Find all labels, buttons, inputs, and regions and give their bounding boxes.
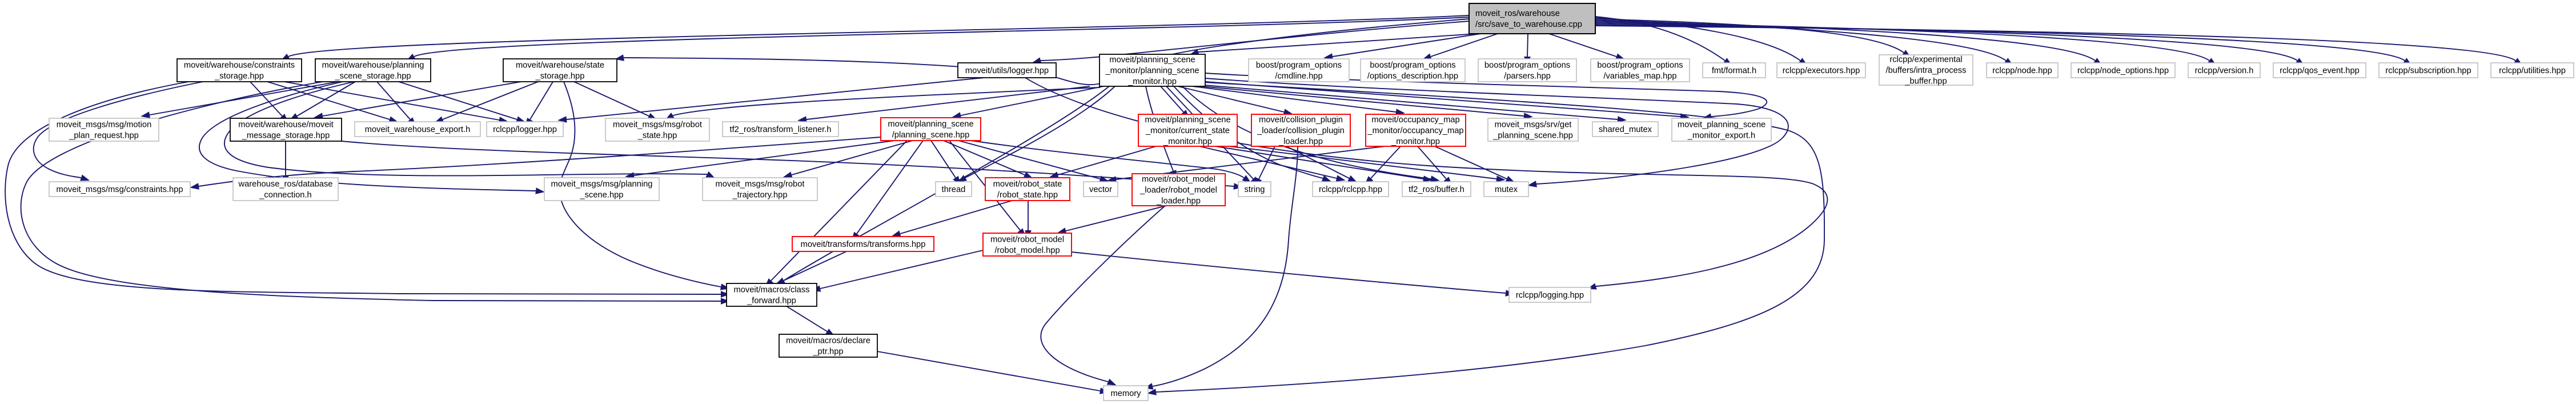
svg-text:_monitor/planning_scene: _monitor/planning_scene xyxy=(1105,66,1199,75)
svg-text:_loader.hpp: _loader.hpp xyxy=(1278,137,1323,146)
svg-text:_trajectory.hpp: _trajectory.hpp xyxy=(732,191,787,200)
svg-text:_plan_request.hpp: _plan_request.hpp xyxy=(69,131,139,141)
svg-text:warehouse_ros/database: warehouse_ros/database xyxy=(238,180,333,189)
svg-text:rclcpp/logging.hpp: rclcpp/logging.hpp xyxy=(1516,291,1584,300)
svg-text:boost/program_options: boost/program_options xyxy=(1370,61,1455,70)
svg-text:moveit_ros/warehouse: moveit_ros/warehouse xyxy=(1475,9,1560,18)
svg-text:_monitor.hpp: _monitor.hpp xyxy=(1391,137,1440,146)
svg-text:shared_mutex: shared_mutex xyxy=(1599,125,1652,134)
svg-text:_connection.h: _connection.h xyxy=(259,191,311,200)
svg-text:_state.hpp: _state.hpp xyxy=(637,131,677,141)
svg-text:_loader/collision_plugin: _loader/collision_plugin xyxy=(1257,126,1345,135)
svg-text:rclcpp/node_options.hpp: rclcpp/node_options.hpp xyxy=(2077,66,2169,75)
svg-text:mutex: mutex xyxy=(1495,185,1518,194)
svg-text:moveit/macros/class: moveit/macros/class xyxy=(733,286,809,295)
svg-text:/planning_scene.hpp: /planning_scene.hpp xyxy=(892,131,970,140)
svg-text:moveit/robot_model: moveit/robot_model xyxy=(990,235,1064,245)
svg-text:/variables_map.hpp: /variables_map.hpp xyxy=(1603,72,1676,81)
svg-text:moveit/warehouse/moveit: moveit/warehouse/moveit xyxy=(238,121,334,130)
svg-text:moveit/warehouse/planning: moveit/warehouse/planning xyxy=(322,61,424,70)
svg-text:boost/program_options: boost/program_options xyxy=(1256,61,1342,70)
svg-text:_loader/robot_model: _loader/robot_model xyxy=(1139,186,1217,195)
svg-text:_storage.hpp: _storage.hpp xyxy=(535,72,585,81)
svg-text:moveit/robot_model: moveit/robot_model xyxy=(1142,175,1215,184)
svg-text:moveit/occupancy_map: moveit/occupancy_map xyxy=(1371,115,1459,125)
svg-text:_scene.hpp: _scene.hpp xyxy=(580,191,624,200)
svg-text:/buffers/intra_process: /buffers/intra_process xyxy=(1886,66,1967,75)
svg-text:rclcpp/executors.hpp: rclcpp/executors.hpp xyxy=(1783,66,1860,75)
svg-text:_monitor.hpp: _monitor.hpp xyxy=(1163,137,1212,146)
svg-text:rclcpp/qos_event.hpp: rclcpp/qos_event.hpp xyxy=(2280,66,2360,75)
svg-text:moveit/macros/declare: moveit/macros/declare xyxy=(786,337,870,346)
svg-text:_ptr.hpp: _ptr.hpp xyxy=(812,347,843,357)
svg-text:moveit_msgs/msg/planning: moveit_msgs/msg/planning xyxy=(551,180,653,189)
svg-text:_loader.hpp: _loader.hpp xyxy=(1156,197,1201,206)
svg-text:moveit_msgs/msg/constraints.hp: moveit_msgs/msg/constraints.hpp xyxy=(56,185,183,194)
svg-text:string: string xyxy=(1245,185,1265,194)
svg-text:moveit/utils/logger.hpp: moveit/utils/logger.hpp xyxy=(965,66,1049,75)
svg-text:moveit/collision_plugin: moveit/collision_plugin xyxy=(1259,115,1343,125)
svg-text:_buffer.hpp: _buffer.hpp xyxy=(1904,77,1947,86)
svg-text:moveit_msgs/msg/robot: moveit_msgs/msg/robot xyxy=(613,121,702,130)
svg-text:/cmdline.hpp: /cmdline.hpp xyxy=(1275,72,1322,81)
svg-text:_planning_scene.hpp: _planning_scene.hpp xyxy=(1492,131,1573,141)
svg-text:thread: thread xyxy=(942,185,966,194)
svg-text:moveit/robot_state: moveit/robot_state xyxy=(993,180,1062,189)
svg-text:boost/program_options: boost/program_options xyxy=(1484,61,1570,70)
svg-text:rclcpp/rclcpp.hpp: rclcpp/rclcpp.hpp xyxy=(1319,185,1382,194)
svg-text:_storage.hpp: _storage.hpp xyxy=(214,72,264,81)
svg-text:tf2_ros/transform_listener.h: tf2_ros/transform_listener.h xyxy=(730,125,832,134)
svg-text:rclcpp/utilities.hpp: rclcpp/utilities.hpp xyxy=(2499,66,2566,75)
svg-text:moveit/transforms/transforms.h: moveit/transforms/transforms.hpp xyxy=(801,240,926,249)
svg-text:fmt/format.h: fmt/format.h xyxy=(1712,66,1756,75)
svg-text:rclcpp/node.hpp: rclcpp/node.hpp xyxy=(1992,66,2052,75)
svg-text:_monitor/current_state: _monitor/current_state xyxy=(1145,126,1230,135)
svg-text:/robot_state.hpp: /robot_state.hpp xyxy=(997,191,1058,200)
svg-text:moveit_warehouse_export.h: moveit_warehouse_export.h xyxy=(365,125,471,134)
svg-text:moveit/planning_scene: moveit/planning_scene xyxy=(888,120,973,129)
svg-text:moveit/warehouse/constraints: moveit/warehouse/constraints xyxy=(184,61,295,70)
svg-text:_message_storage.hpp: _message_storage.hpp xyxy=(242,131,330,141)
svg-text:rclcpp/experimental: rclcpp/experimental xyxy=(1889,55,1962,65)
svg-text:/options_description.hpp: /options_description.hpp xyxy=(1367,72,1458,81)
svg-text:rclcpp/logger.hpp: rclcpp/logger.hpp xyxy=(493,125,557,134)
svg-text:moveit/warehouse/state: moveit/warehouse/state xyxy=(516,61,604,70)
svg-text:/parsers.hpp: /parsers.hpp xyxy=(1504,72,1551,81)
svg-text:_monitor/occupancy_map: _monitor/occupancy_map xyxy=(1367,126,1463,135)
svg-text:/src/save_to_warehouse.cpp: /src/save_to_warehouse.cpp xyxy=(1475,20,1582,29)
svg-text:boost/program_options: boost/program_options xyxy=(1597,61,1683,70)
svg-text:_monitor_export.h: _monitor_export.h xyxy=(1687,131,1755,141)
svg-text:/robot_model.hpp: /robot_model.hpp xyxy=(994,246,1060,255)
svg-text:_scene_storage.hpp: _scene_storage.hpp xyxy=(334,72,411,81)
svg-text:moveit_msgs/srv/get: moveit_msgs/srv/get xyxy=(1495,121,1572,130)
svg-text:vector: vector xyxy=(1089,185,1112,194)
svg-text:tf2_ros/buffer.h: tf2_ros/buffer.h xyxy=(1409,185,1464,194)
svg-text:moveit_msgs/msg/motion: moveit_msgs/msg/motion xyxy=(57,121,152,130)
svg-text:memory: memory xyxy=(1110,389,1141,398)
svg-text:_forward.hpp: _forward.hpp xyxy=(747,297,796,306)
svg-text:moveit/planning_scene: moveit/planning_scene xyxy=(1109,55,1195,65)
svg-text:rclcpp/subscription.hpp: rclcpp/subscription.hpp xyxy=(2385,66,2471,75)
svg-text:_monitor.hpp: _monitor.hpp xyxy=(1127,77,1177,86)
svg-text:moveit_msgs/msg/robot: moveit_msgs/msg/robot xyxy=(716,180,805,189)
svg-text:rclcpp/version.h: rclcpp/version.h xyxy=(2195,66,2254,75)
svg-text:moveit/planning_scene: moveit/planning_scene xyxy=(1145,115,1230,125)
svg-text:moveit_planning_scene: moveit_planning_scene xyxy=(1678,121,1766,130)
